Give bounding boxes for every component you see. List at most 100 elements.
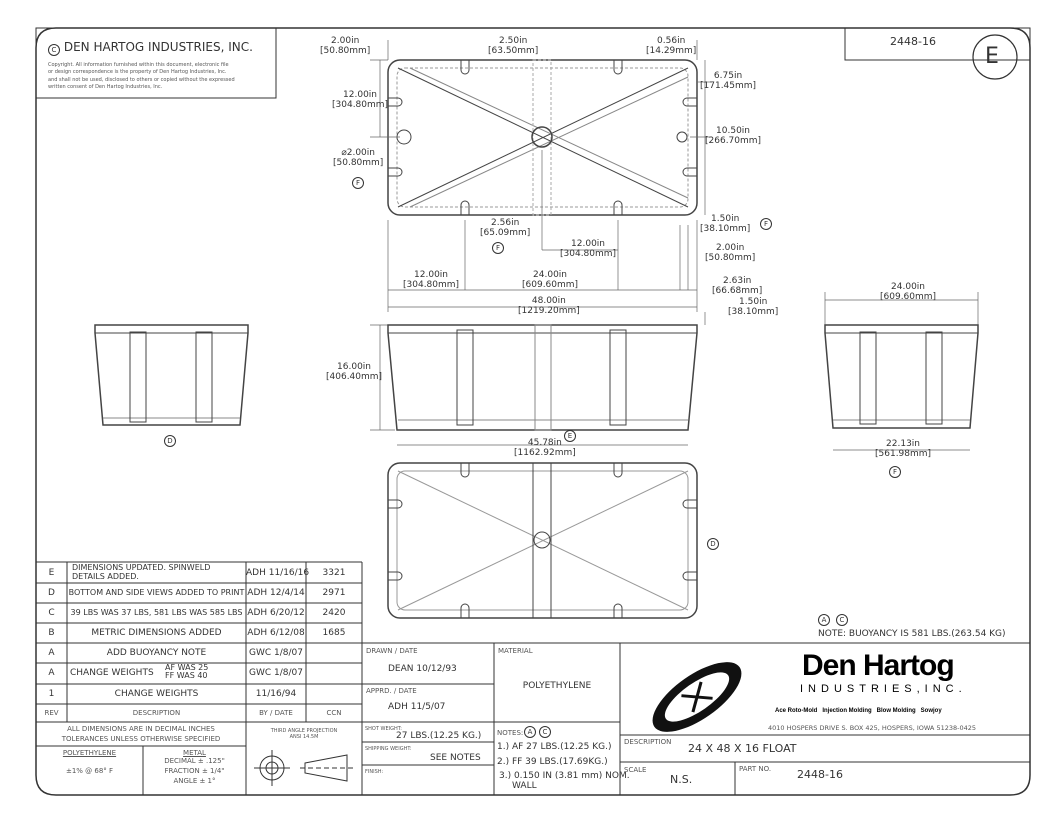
rev-ccn: 3321 xyxy=(322,568,346,578)
rev-cell: A xyxy=(48,648,55,658)
dim-12in-bottom: 12.00in[304.80mm] xyxy=(403,270,459,290)
rev-desc: CHANGE WEIGHTS xyxy=(114,689,199,699)
dim-value: 1.50in xyxy=(739,297,768,307)
callout-f: F xyxy=(889,466,901,478)
part-no-label: PART NO. xyxy=(739,765,772,773)
part-no-value: 2448-16 xyxy=(797,768,843,781)
services: Ace Roto-Mold Injection Molding Blow Mol… xyxy=(775,708,942,714)
dim-1-50in-lower: 1.50in[38.10mm] xyxy=(728,297,778,317)
notes-label: NOTES: xyxy=(497,729,524,737)
dim-value: ⌀2.00in xyxy=(341,148,375,158)
end-view-left xyxy=(94,324,249,426)
dim-6-75in: 6.75in[171.45mm] xyxy=(700,71,756,91)
dim-2-56in: 2.56in[65.09mm] xyxy=(480,218,530,238)
dim-metric: [609.60mm] xyxy=(522,280,579,290)
dim-value: 22.13in xyxy=(886,439,921,449)
rev-cell: 1 xyxy=(48,689,55,699)
dim-value: 16.00in xyxy=(337,362,372,372)
rev-by: GWC 1/8/07 xyxy=(249,648,303,658)
rev-ccn: 1685 xyxy=(322,628,346,638)
dim-12in-left: 12.00in[304.80mm] xyxy=(332,90,388,110)
dim-value: 24.00in xyxy=(533,270,568,280)
callout-f: F xyxy=(760,218,772,230)
dim-value: 2.56in xyxy=(491,218,520,228)
dim-2-63in: 2.63in[66.68mm] xyxy=(712,276,762,296)
dim-metric: [1219.20mm] xyxy=(518,306,580,316)
callout-d: D xyxy=(707,538,719,550)
scale-label: SCALE xyxy=(624,766,647,774)
rev-desc: ADD BUOYANCY NOTE xyxy=(106,648,207,658)
callout-e: E xyxy=(564,430,576,442)
dim-metric: [171.45mm] xyxy=(700,81,757,91)
dim-metric: [66.68mm] xyxy=(712,286,763,296)
dim-metric: [50.80mm] xyxy=(705,253,756,263)
ccn-header: CCN xyxy=(326,709,342,717)
callout-a: A xyxy=(818,614,830,626)
description-label: DESCRIPTION xyxy=(624,738,672,746)
rev-cell: C xyxy=(48,608,55,618)
note-1: 1.) AF 27 LBS.(12.25 KG.) xyxy=(497,742,612,752)
shot-weight-value: 27 LBS.(12.25 KG.) xyxy=(396,731,482,741)
dim-metric: [50.80mm] xyxy=(333,158,384,168)
note-3-cont: WALL xyxy=(512,781,537,791)
callout-c: C xyxy=(539,726,551,738)
note-3: 3.) 0.150 IN (3.81 mm) NOM. xyxy=(499,771,630,781)
dim-metric: [304.80mm] xyxy=(332,100,389,110)
brand-name: Den Hartog xyxy=(802,649,955,682)
material-label: MATERIAL xyxy=(498,647,533,655)
dim-metric: [65.09mm] xyxy=(480,228,531,238)
dim-metric: [38.10mm] xyxy=(700,224,751,234)
scale-value: N.S. xyxy=(670,773,693,786)
rev-desc: DIMENSIONS UPDATED. SPINWELD DETAILS ADD… xyxy=(72,563,211,581)
description-value: 24 X 48 X 16 FLOAT xyxy=(688,742,797,755)
drawn-label: DRAWN / DATE xyxy=(366,647,418,655)
dim-16in-height: 16.00in[406.40mm] xyxy=(326,362,382,382)
rev-by: 11/16/94 xyxy=(255,689,297,699)
rev-ccn: 2971 xyxy=(322,588,346,598)
top-view xyxy=(387,59,698,216)
dim-2in-top: 2.00in[50.80mm] xyxy=(320,36,370,56)
company-name-text: DEN HARTOG INDUSTRIES, INC. xyxy=(63,40,253,54)
dim-24in-end: 24.00in[609.60mm] xyxy=(880,282,936,302)
dim-value: 48.00in xyxy=(531,296,566,306)
rev-desc: 39 LBS WAS 37 LBS, 581 LBS WAS 585 LBS xyxy=(70,608,243,617)
dim-metric: [304.80mm] xyxy=(403,280,460,290)
rev-by: ADH 11/16/16 xyxy=(246,568,310,578)
metal-decimal: DECIMAL ± .125" xyxy=(164,757,225,765)
copyright-line-2: or design correspondence is the property… xyxy=(48,69,227,75)
shipping-weight-label: SHIPPING WEIGHT: xyxy=(365,746,412,752)
dim-value: 1.50in xyxy=(711,214,740,224)
poly-label: POLYETHYLENE xyxy=(62,749,117,757)
tolerance-line-2: TOLERANCES UNLESS OTHERWISE SPECIFIED xyxy=(61,735,221,743)
apprd-label: APPRD. / DATE xyxy=(366,687,417,695)
rev-by: ADH 12/4/14 xyxy=(247,588,305,598)
metal-label: METAL xyxy=(183,749,206,757)
end-view-right xyxy=(824,324,979,429)
dim-48in: 48.00in[1219.20mm] xyxy=(518,296,580,316)
address: 4010 HOSPERS DRIVE S. BOX 425, HOSPERS, … xyxy=(768,724,977,732)
rev-cell: A xyxy=(48,668,55,678)
rev-cell: B xyxy=(48,628,55,638)
bottom-view xyxy=(387,462,698,619)
dim-metric: [50.80mm] xyxy=(320,46,371,56)
projection-label: THIRD ANGLE PROJECTION xyxy=(270,728,338,734)
dim-22-13in: 22.13in[561.98mm] xyxy=(875,439,931,459)
rev-desc: CHANGE WEIGHTS xyxy=(70,668,154,678)
dim-value: 2.50in xyxy=(499,36,528,46)
rev-desc: BOTTOM AND SIDE VIEWS ADDED TO PRINT xyxy=(68,588,245,597)
callout-c: C xyxy=(836,614,848,626)
copyright-icon: C xyxy=(48,44,60,56)
dim-1-50in: 1.50in[38.10mm] xyxy=(700,214,750,234)
header-part-number: 2448-16 xyxy=(890,35,936,48)
rev-cell: D xyxy=(48,588,55,598)
rev-by: ADH 6/20/12 xyxy=(247,608,305,618)
by-date-header: BY / DATE xyxy=(259,709,293,717)
rev-desc-ff: FF WAS 40 xyxy=(165,671,208,680)
note-2: 2.) FF 39 LBS.(17.69KG.) xyxy=(497,757,608,767)
den-hartog-logo xyxy=(652,662,742,732)
dim-metric: [609.60mm] xyxy=(880,292,937,302)
projection-standard: ANSI 14.5M xyxy=(289,734,319,740)
dim-value: 2.00in xyxy=(331,36,360,46)
dim-metric: [38.10mm] xyxy=(728,307,779,317)
dim-value: 12.00in xyxy=(571,239,606,249)
